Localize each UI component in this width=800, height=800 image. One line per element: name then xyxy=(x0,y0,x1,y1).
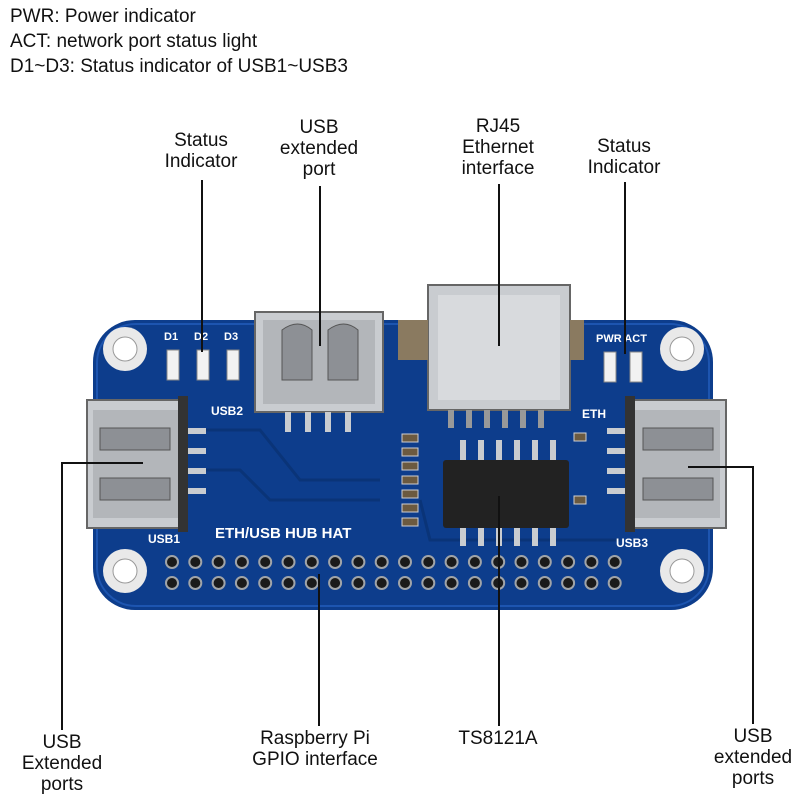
gpio-pin xyxy=(514,555,529,569)
gpio-pin xyxy=(188,555,203,569)
usb-right-connector xyxy=(607,396,727,532)
mounting-holes xyxy=(103,327,704,593)
gpio-pin xyxy=(374,555,389,569)
gpio-pin xyxy=(444,576,459,590)
pwr-act-leds xyxy=(603,351,643,383)
gpio-pin xyxy=(351,555,366,569)
silk-d3: D3 xyxy=(224,331,238,343)
gpio-pin xyxy=(304,576,319,590)
leader-usb-top xyxy=(319,186,321,346)
gpio-pin xyxy=(467,555,482,569)
silk-pwr-act: PWR ACT xyxy=(596,333,647,345)
gpio-pin xyxy=(421,576,436,590)
leader-usb-right-vertical xyxy=(752,466,754,724)
gpio-pin xyxy=(584,555,599,569)
gpio-pin xyxy=(537,555,552,569)
gpio-pin xyxy=(561,555,576,569)
leader-status-right xyxy=(624,182,626,354)
gpio-pin xyxy=(211,576,226,590)
legend-d1-d3: D1~D3: Status indicator of USB1~USB3 xyxy=(10,56,348,77)
gpio-pin xyxy=(234,576,249,590)
gpio-pin xyxy=(514,576,529,590)
legend-pwr: PWR: Power indicator xyxy=(10,6,196,27)
silk-usb3: USB3 xyxy=(616,536,648,550)
silk-eth: ETH xyxy=(582,407,606,421)
gpio-pin xyxy=(211,555,226,569)
usb-top-connector xyxy=(254,311,384,432)
usb-left-connector xyxy=(86,396,206,532)
gpio-pin xyxy=(607,576,622,590)
gpio-pin xyxy=(281,576,296,590)
gpio-pin xyxy=(444,555,459,569)
gpio-pin xyxy=(561,576,576,590)
silk-d1: D1 xyxy=(164,331,178,343)
leader-gpio xyxy=(318,574,320,726)
gpio-pin xyxy=(537,576,552,590)
leader-usb-left-horizontal xyxy=(61,462,143,464)
gpio-pin xyxy=(234,555,249,569)
gpio-pin xyxy=(281,555,296,569)
gpio-pin xyxy=(304,555,319,569)
gpio-pin xyxy=(398,576,412,590)
leader-usb-right-horizontal xyxy=(688,466,754,468)
leader-rj45 xyxy=(498,184,500,346)
usb-status-leds xyxy=(166,349,240,381)
leader-chip xyxy=(498,496,500,726)
gpio-pin xyxy=(374,576,389,590)
silk-board-name: ETH/USB HUB HAT xyxy=(215,525,351,542)
gpio-pin xyxy=(421,555,436,569)
gpio-pin xyxy=(165,555,179,569)
ts8121a-label: TS8121A xyxy=(458,728,538,749)
leader-status-left xyxy=(201,180,203,352)
gpio-pin xyxy=(351,576,366,590)
legend-act: ACT: network port status light xyxy=(10,31,258,52)
silk-usb2: USB2 xyxy=(211,404,243,418)
gpio-pin xyxy=(398,555,412,569)
gpio-pin xyxy=(188,576,203,590)
leader-usb-left-vertical xyxy=(61,462,63,730)
gpio-pin xyxy=(165,576,179,590)
gpio-pin xyxy=(467,576,482,590)
gpio-pin xyxy=(584,576,599,590)
gpio-pin xyxy=(258,576,273,590)
gpio-pin xyxy=(607,555,622,569)
gpio-pin xyxy=(258,555,273,569)
gpio-pin xyxy=(328,555,343,569)
silk-usb1: USB1 xyxy=(148,532,180,546)
gpio-pin xyxy=(328,576,343,590)
passive-components xyxy=(401,432,587,527)
gpio-header xyxy=(165,555,622,590)
